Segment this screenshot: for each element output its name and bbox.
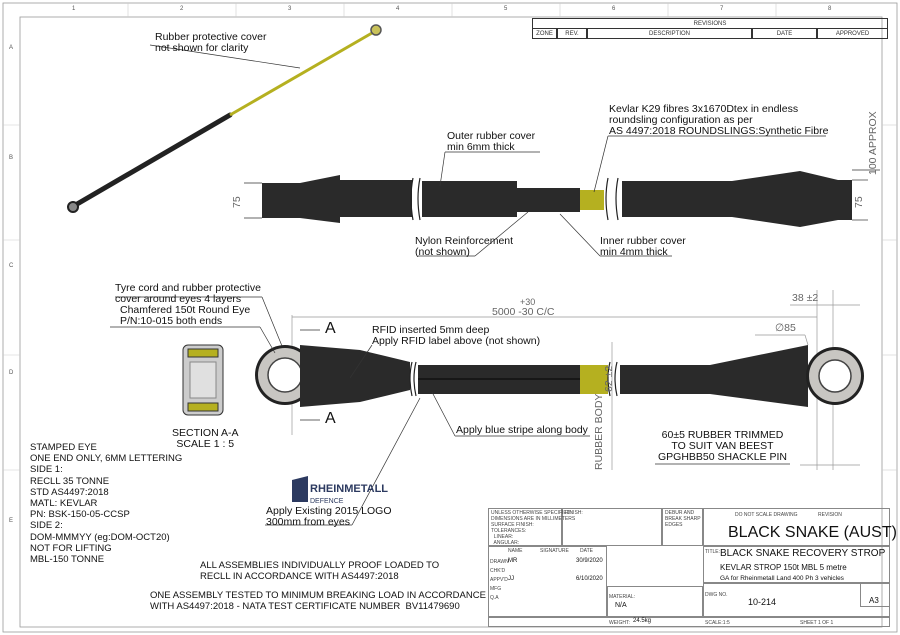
rubber-body-dim: RUBBER BODY — [593, 393, 605, 470]
dim-85: ∅85 — [775, 322, 796, 334]
section-mark-bottom: A — [325, 410, 336, 427]
rheinmetall-logo: RHEINMETALL — [310, 483, 389, 495]
strop-main-view — [110, 290, 864, 526]
title-line-2: KEVLAR STROP 150t MBL 5 metre — [720, 563, 847, 572]
trim-note: 60±5 RUBBER TRIMMED TO SUIT VAN BEEST GP… — [658, 429, 787, 463]
role-approved: APPV'D — [490, 577, 508, 583]
tolerances-label: UNLESS OTHERWISE SPECIFIED: DIMENSIONS A… — [491, 510, 576, 546]
dim-75-right: 75 — [853, 196, 865, 208]
role-mfg: MFG — [490, 586, 502, 592]
nylon-note: Nylon Reinforcement (not shown) — [415, 235, 514, 258]
rheinmetall-logo-sub: DEFENCE — [310, 498, 344, 505]
col-name: NAME — [508, 548, 523, 554]
rubber-cover-note: Rubber protective cover not shown for cl… — [155, 31, 267, 54]
rheinmetall-logo-mark — [292, 476, 308, 502]
zone-col-2: 2 — [180, 6, 184, 12]
dwg-no-label: DWG NO. — [705, 592, 728, 598]
blue-stripe-note: Apply blue stripe along body — [456, 424, 588, 436]
approved-date: 6/10/2020 — [576, 576, 603, 582]
finish-label: FINISH: — [565, 510, 583, 516]
zone-col-6: 6 — [612, 6, 616, 12]
material-label: MATERIAL: — [609, 594, 636, 600]
zone-dividers — [3, 3, 897, 471]
stamp-note: NOT FOR LIFTING — [30, 542, 112, 554]
role-qa: Q.A — [490, 595, 499, 601]
rev-col-description: DESCRIPTION — [587, 28, 752, 39]
rfid-note: RFID inserted 5mm deep Apply RFID label … — [372, 324, 541, 347]
chamfered-eye-note: Chamfered 150t Round Eye P/N:10-015 both… — [120, 304, 251, 327]
section-title: SECTION A-A SCALE 1 : 5 — [172, 427, 239, 450]
scale-label: SCALE:1:5 — [705, 620, 730, 626]
stamp-note: MATL: KEVLAR — [30, 498, 98, 510]
zone-row-b: B — [9, 155, 14, 161]
company-name: BLACK SNAKE (AUST) — [728, 524, 897, 541]
deburr-label: DEBUR AND BREAK SHARP EDGES — [665, 510, 701, 528]
tyre-cord-note: Tyre cord and rubber protective cover ar… — [115, 282, 261, 305]
title-line-3: GA for Rheinmetall Land 400 Ph 3 vehicle… — [720, 575, 844, 582]
zone-row-e: E — [9, 518, 14, 524]
length-tolerance: +30 — [520, 297, 536, 307]
weight-value: 24.5kg — [633, 618, 652, 624]
dim-75-left: 75 — [231, 196, 243, 208]
zone-col-5: 5 — [504, 6, 508, 12]
col-signature: SIGNATURE — [540, 548, 569, 554]
sheet-size: A3 — [869, 596, 879, 605]
stamp-notes: STAMPED EYE ONE END ONLY, 6MM LETTERING … — [30, 442, 182, 565]
zone-row-a: A — [9, 45, 14, 51]
rev-col-date: DATE — [752, 28, 817, 39]
zone-col-3: 3 — [288, 6, 292, 12]
stamp-note: STAMPED EYE — [30, 442, 97, 453]
sheet-label: SHEET 1 OF 1 — [800, 620, 834, 626]
weight-label: WEIGHT: — [609, 620, 630, 626]
revision-label: REVISION — [818, 512, 842, 518]
stamp-note: DOM-MMMYY (eg:DOM-OCT20) — [30, 531, 170, 543]
tested-note: ONE ASSEMBLY TESTED TO MINIMUM BREAKING … — [150, 590, 486, 612]
title-line-1: BLACK SNAKE RECOVERY STROP — [720, 548, 886, 559]
dwg-no: 10-214 — [748, 597, 777, 607]
stamp-note: RECLL 35 TONNE — [30, 475, 110, 487]
role-drawn: DRAWN — [490, 559, 509, 565]
stamp-note: STD AS4497:2018 — [30, 486, 109, 498]
zone-col-4: 4 — [396, 6, 400, 12]
outer-cover-note: Outer rubber cover min 6mm thick — [447, 130, 536, 153]
proof-note: ALL ASSEMBLIES INDIVIDUALLY PROOF LOADED… — [200, 560, 440, 582]
approved-name: JJ — [508, 576, 514, 582]
inner-border — [19, 16, 883, 628]
zone-row-c: C — [9, 263, 14, 269]
strop-section-mid — [244, 135, 880, 257]
title-label: TITLE: — [705, 549, 721, 555]
do-not-scale: DO NOT SCALE DRAWING — [735, 512, 798, 518]
role-checked: CHK'D — [490, 568, 506, 574]
logo-note: Apply Existing 2015 LOGO 300mm from eyes — [266, 505, 392, 528]
inner-cover-note: Inner rubber cover min 4mm thick — [600, 235, 686, 258]
zone-col-8: 8 — [828, 6, 832, 12]
stamp-note: MBL-150 TONNE — [30, 554, 105, 566]
rev-col-rev: REV. — [557, 28, 587, 39]
stamp-note: ONE END ONLY, 6MM LETTERING — [30, 453, 183, 465]
zone-col-1: 1 — [72, 6, 76, 12]
dim-62: 62 ±2 — [603, 365, 615, 392]
dim-100-approx: 100 APPROX — [867, 111, 879, 175]
material-value: N/A — [615, 602, 627, 609]
stamp-note: PN: BSK-150-05-CCSP — [30, 509, 130, 521]
drawn-date: 30/9/2020 — [576, 558, 603, 564]
zone-col-7: 7 — [720, 6, 724, 12]
kevlar-note: Kevlar K29 fibres 3x1670Dtex in endless … — [609, 103, 829, 137]
dim-38: 38 ±2 — [792, 292, 819, 304]
col-date: DATE — [580, 548, 593, 554]
length-dimension: 5000 -30 C/C — [492, 306, 555, 318]
rev-col-zone: ZONE — [532, 28, 557, 39]
strop-overview — [67, 24, 382, 213]
drawn-name: MR — [508, 558, 518, 564]
zone-row-d: D — [9, 370, 14, 376]
stamp-note: SIDE 2: — [30, 520, 63, 532]
stamp-note: SIDE 1: — [30, 464, 63, 476]
rev-col-approved: APPROVED — [817, 28, 888, 39]
section-mark-top: A — [325, 320, 336, 337]
